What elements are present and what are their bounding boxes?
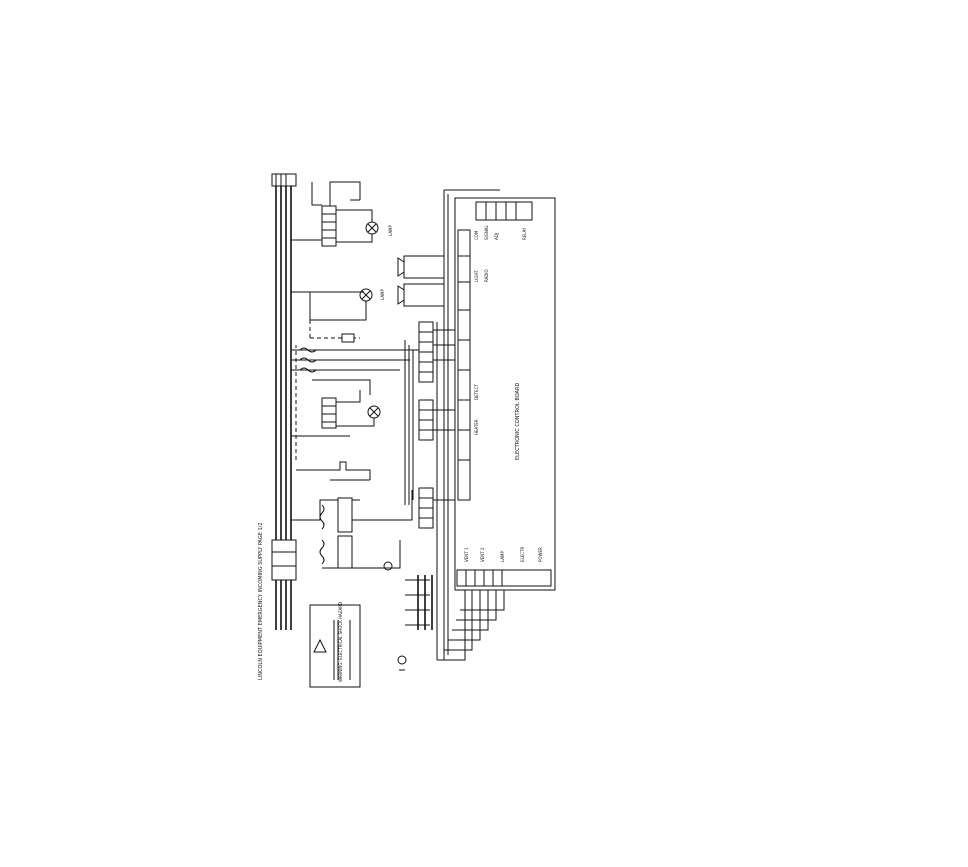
terminal-label-heater: HEATER xyxy=(474,419,479,435)
warning-box: WARNING: ELECTRICAL SHOCK HAZARD xyxy=(309,602,361,688)
contactor-group xyxy=(291,347,420,373)
switch xyxy=(296,461,371,481)
terminal-label-relay: RELAY xyxy=(522,227,527,240)
supply-bus xyxy=(271,173,297,630)
warning-label: WARNING: ELECTRICAL SHOCK HAZARD xyxy=(338,602,343,682)
svg-text:LAMP: LAMP xyxy=(388,224,393,236)
svg-text:LAMP: LAMP xyxy=(380,288,385,300)
top-terminal-group: LAMP xyxy=(291,181,393,247)
transformer-group xyxy=(291,490,413,571)
terminal-label-adj: ADJ xyxy=(494,233,499,240)
wire-legend xyxy=(397,575,433,671)
output-label-vent1: VENT 1 xyxy=(464,547,469,562)
board-label: ELECTRONIC CONTROL BOARD xyxy=(515,383,521,460)
output-label-lamp: LAMP xyxy=(500,550,505,562)
output-label-power: POWER xyxy=(538,547,543,562)
board-harness xyxy=(436,189,505,661)
control-board: ELECTRONIC CONTROL BOARD COM SIGNAL ADJ … xyxy=(454,197,556,591)
lamp-indicator: LAMP xyxy=(291,288,385,321)
middle-terminal-group xyxy=(291,379,381,437)
terminal-label-light: LIGHT xyxy=(474,269,479,282)
output-label-electr: ELECTR xyxy=(520,546,525,562)
connectors xyxy=(397,255,445,307)
terminal-label-detect: DETECT xyxy=(474,384,479,400)
terminal-label-signal: SIGNAL xyxy=(484,224,489,240)
terminal-label-com: COM xyxy=(474,230,479,240)
terminal-strip xyxy=(404,321,460,529)
output-label-vent2: VENT 2 xyxy=(480,547,485,562)
terminal-label-radio: RADIO xyxy=(484,269,489,282)
drawing-title: LINCOLN EQUIPMENT EMERGENCY INCOMING SUP… xyxy=(258,522,264,680)
